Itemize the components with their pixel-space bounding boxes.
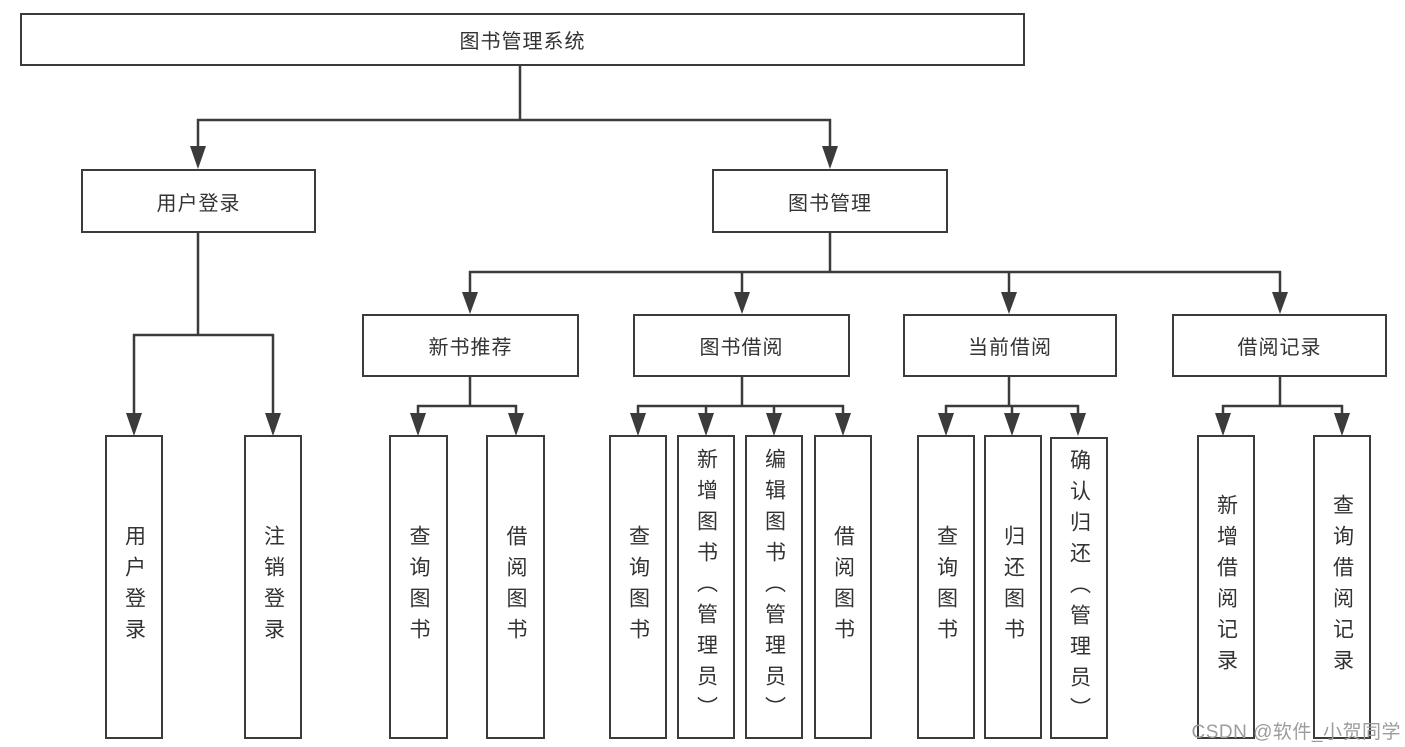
node-user-login: 用户登录 bbox=[81, 169, 316, 233]
connector-book-management-children bbox=[462, 233, 1288, 314]
node-borrow-records: 借阅记录 bbox=[1172, 314, 1387, 377]
connector-book-borrow-children bbox=[630, 377, 851, 436]
leaf-recommend-query-books: 查询图书 bbox=[389, 435, 448, 739]
leaf-recommend-query-books-label: 查询图书 bbox=[407, 525, 430, 649]
node-book-borrow: 图书借阅 bbox=[633, 314, 850, 377]
connector-new-book-children bbox=[410, 377, 524, 436]
csdn-watermark: CSDN @软件_小贺同学 bbox=[1191, 722, 1401, 743]
leaf-logout: 注销登录 bbox=[244, 435, 302, 739]
leaf-record-add-record-label: 新增借阅记录 bbox=[1214, 494, 1238, 680]
node-library-system: 图书管理系统 bbox=[20, 13, 1025, 66]
connector-current-borrow-children bbox=[938, 377, 1086, 436]
leaf-borrow-add-books-label: 新增图书（管理员） bbox=[694, 447, 718, 727]
leaf-record-add-record: 新增借阅记录 bbox=[1197, 435, 1255, 739]
leaf-borrow-query-books-label: 查询图书 bbox=[626, 525, 650, 649]
node-current-borrow: 当前借阅 bbox=[903, 314, 1117, 377]
node-new-book-recommend: 新书推荐 bbox=[362, 314, 579, 377]
leaf-current-return-books-label: 归还图书 bbox=[1001, 525, 1025, 649]
leaf-borrow-edit-books: 编辑图书（管理员） bbox=[745, 435, 803, 739]
leaf-current-query-books: 查询图书 bbox=[917, 435, 975, 739]
connector-borrow-record-children bbox=[1215, 377, 1350, 436]
node-book-management: 图书管理 bbox=[712, 169, 948, 233]
connector-root-to-level2 bbox=[190, 65, 838, 169]
leaf-record-query-record: 查询借阅记录 bbox=[1313, 435, 1371, 739]
leaf-current-query-books-label: 查询图书 bbox=[934, 525, 958, 649]
leaf-user-login-label: 用户登录 bbox=[122, 525, 146, 649]
connector-user-login-children bbox=[126, 233, 281, 436]
leaf-borrow-add-books: 新增图书（管理员） bbox=[677, 435, 735, 739]
leaf-logout-label: 注销登录 bbox=[261, 525, 285, 649]
leaf-recommend-borrow-books-label: 借阅图书 bbox=[504, 525, 527, 649]
leaf-current-return-books: 归还图书 bbox=[984, 435, 1042, 739]
leaf-borrow-query-books: 查询图书 bbox=[609, 435, 667, 739]
leaf-current-confirm-return: 确认归还（管理员） bbox=[1050, 437, 1108, 739]
leaf-record-query-record-label: 查询借阅记录 bbox=[1330, 494, 1354, 680]
leaf-borrow-borrow-books: 借阅图书 bbox=[814, 435, 872, 739]
leaf-current-confirm-return-label: 确认归还（管理员） bbox=[1067, 448, 1091, 728]
leaf-recommend-borrow-books: 借阅图书 bbox=[486, 435, 545, 739]
leaf-borrow-borrow-books-label: 借阅图书 bbox=[831, 525, 855, 649]
leaf-borrow-edit-books-label: 编辑图书（管理员） bbox=[762, 447, 786, 727]
leaf-user-login: 用户登录 bbox=[105, 435, 163, 739]
